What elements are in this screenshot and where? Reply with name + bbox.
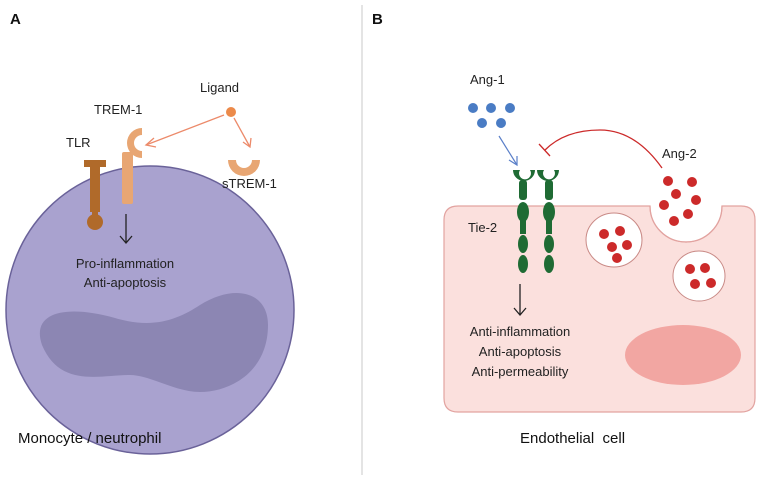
cell-nucleus (39, 292, 268, 392)
ligand-dot (226, 107, 236, 117)
tlr-label: TLR (66, 135, 91, 150)
ang2-molecules (659, 176, 701, 226)
arrow-to-strem1 (233, 117, 251, 148)
ang2-label: Ang-2 (662, 146, 697, 161)
ang1-label: Ang-1 (470, 72, 505, 87)
tie2-signal-down-arrow (513, 284, 527, 316)
effect-anti-apoptosis-b: Anti-apoptosis (479, 344, 562, 359)
arrow-to-trem1 (145, 114, 225, 146)
effect-pro-inflammation: Pro-inflammation (76, 256, 174, 271)
effect-anti-permeability: Anti-permeability (472, 364, 569, 379)
ang2-inhibition-line (538, 129, 663, 169)
panel-a: A Ligand (5, 11, 295, 455)
strem1-label: sTREM-1 (222, 176, 277, 191)
effect-anti-inflammation: Anti-inflammation (470, 324, 570, 339)
ang2-budding-vesicle (649, 205, 723, 243)
caption-endothelial: Endothelial cell (520, 430, 625, 447)
trem1-label: TREM-1 (94, 102, 142, 117)
ligand-arrows (144, 114, 252, 149)
trem1-receptor (122, 128, 142, 204)
tlr-receptor (84, 160, 106, 230)
effect-anti-apoptosis-a: Anti-apoptosis (84, 275, 167, 290)
panel-a-letter: A (10, 11, 21, 28)
tie2-label: Tie-2 (468, 220, 497, 235)
storage-vesicle-1 (585, 212, 643, 268)
storage-vesicle-2 (672, 250, 726, 302)
caption-monocyte: Monocyte / neutrophil (18, 430, 161, 447)
signal-down-arrow (119, 214, 133, 244)
panel-b-letter: B (372, 11, 383, 28)
arrowhead-to-strem1 (242, 137, 252, 149)
panel-b: B (372, 11, 756, 447)
tie2-receptor (513, 170, 559, 273)
strem1-fragment (228, 160, 260, 176)
ang1-molecules (468, 103, 515, 128)
ligand-label: Ligand (200, 80, 239, 95)
ang1-arrow (498, 135, 518, 167)
arrowhead-to-trem1 (144, 137, 157, 148)
endothelial-nucleus (625, 325, 741, 385)
